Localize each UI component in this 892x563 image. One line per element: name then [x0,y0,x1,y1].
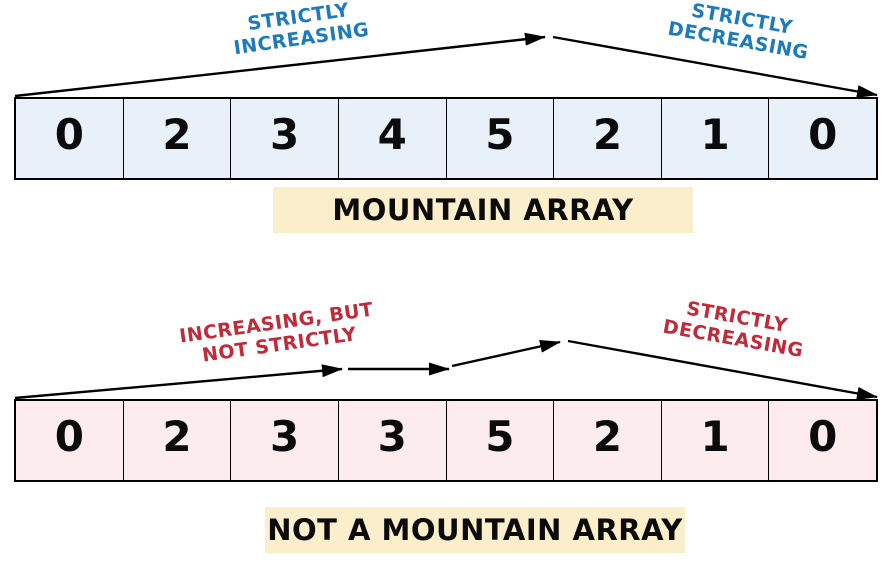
array-cell: 0 [54,412,84,461]
not-mountain-array: 0 2 3 3 5 2 1 0 [14,399,878,482]
mountain-caption: MOUNTAIN ARRAY [273,187,693,233]
array-cell: 3 [337,401,446,480]
mountain-increasing-annotation: STRICTLY INCREASING [213,0,388,62]
mountain-array: 0 2 3 4 5 2 1 0 [14,97,878,180]
array-cell: 0 [768,401,876,480]
array-cell: 2 [553,99,661,178]
array-cell: 4 [337,99,446,178]
array-cell: 3 [230,99,338,178]
array-cell: 2 [553,401,661,480]
array-cell: 3 [230,401,338,480]
mountain-decreasing-annotation: STRICTLY DECREASING [652,0,827,67]
not-mountain-caption: NOT A MOUNTAIN ARRAY [265,507,685,553]
array-cell: 5 [445,99,554,178]
array-cell: 0 [768,99,876,178]
array-cell: 1 [660,99,769,178]
array-cell: 2 [122,401,231,480]
not-mountain-increasing-arrow [14,364,343,400]
not-mountain-rise-arrow [451,339,561,368]
not-mountain-decreasing-arrow [567,339,878,400]
array-cell: 1 [660,401,769,480]
array-cell: 0 [54,110,84,159]
array-cell: 5 [445,401,554,480]
array-cell: 2 [122,99,231,178]
not-mountain-increasing-annotation: INCREASING, BUT NOT STRICTLY [166,297,390,372]
not-mountain-decreasing-annotation: STRICTLY DECREASING [647,292,822,366]
